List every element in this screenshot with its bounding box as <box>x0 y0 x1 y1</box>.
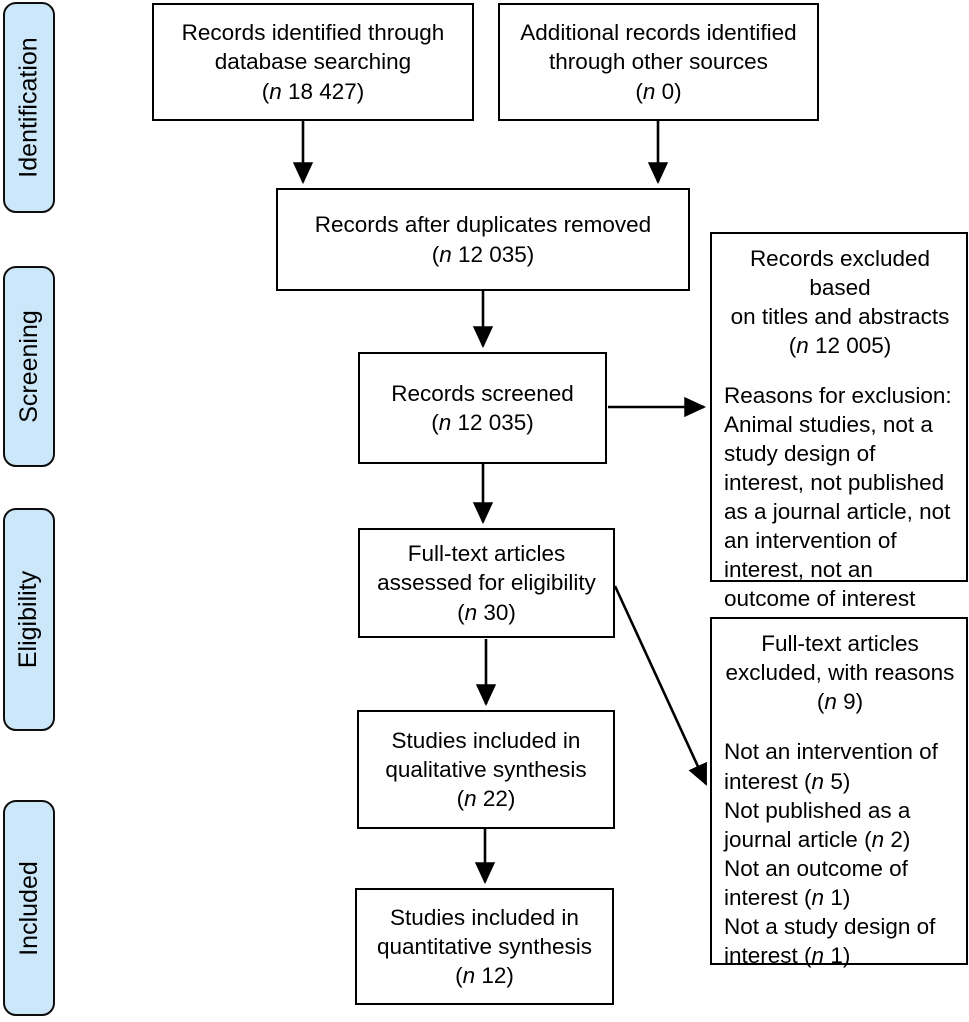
panel-records-excluded-count: (n 12 005) <box>788 333 892 359</box>
stage-included: Included <box>3 800 55 1016</box>
exclusion-reason-text: Not published as a journal article <box>724 797 911 852</box>
stage-eligibility-label: Eligibility <box>14 570 43 669</box>
box-records-database-line2: database searching <box>214 49 412 75</box>
n-symbol: n <box>796 333 809 359</box>
box-fulltext-assessed-line2: assessed for eligibility <box>377 570 596 596</box>
exclusion-reason-count-prefix: ( <box>797 885 812 910</box>
box-records-database-line1: Records identified through <box>181 20 445 46</box>
box-quantitative-line1: Studies included in <box>390 904 579 930</box>
panel-fulltext-excluded-count: (n 9) <box>816 689 864 715</box>
exclusion-reason-item: Not an intervention of interest (n 5) <box>724 737 956 795</box>
n-symbol: n <box>464 786 477 812</box>
panel-fulltext-excluded-line2: excluded, with reasons <box>725 660 955 686</box>
stage-screening: Screening <box>3 266 55 467</box>
box-qualitative-line1: Studies included in <box>391 727 581 753</box>
n-symbol: n <box>811 943 825 969</box>
n-symbol: n <box>824 689 837 715</box>
n-symbol: n <box>462 963 476 989</box>
box-records-screened-line1: Records screened <box>391 380 574 406</box>
exclusion-reason-item: Not an outcome of interest (n 1) <box>724 854 956 912</box>
stage-eligibility: Eligibility <box>3 508 55 731</box>
box-duplicates-line1: Records after duplicates removed <box>314 212 652 238</box>
box-qualitative-line2: qualitative synthesis <box>385 756 587 782</box>
panel-records-excluded-reasons-title: Reasons for exclusion: <box>724 382 952 408</box>
exclusion-reason-item: Not a study design of interest (n 1) <box>724 912 956 970</box>
n-symbol: n <box>269 78 282 104</box>
n-symbol: n <box>871 826 885 852</box>
box-qualitative-synthesis: Studies included in qualitative synthesi… <box>357 710 615 829</box>
box-quantitative-synthesis: Studies included in quantitative synthes… <box>355 888 614 1005</box>
arrow-fulltext-to-excluded <box>613 585 708 786</box>
n-symbol: n <box>811 768 825 794</box>
box-records-other-line1: Additional records identified <box>520 20 797 46</box>
box-records-other-count: (n 0) <box>635 78 682 104</box>
n-symbol: n <box>439 241 452 267</box>
box-quantitative-line2: quantitative synthesis <box>376 933 593 959</box>
stage-included-label: Included <box>14 860 43 956</box>
stage-identification: Identification <box>3 2 55 213</box>
n-symbol: n <box>464 599 478 625</box>
exclusion-reason-count-prefix: ( <box>797 768 812 794</box>
box-records-screened: Records screened (n 12 035) <box>358 352 607 464</box>
box-qualitative-count: (n 22) <box>456 786 516 812</box>
exclusion-reason-count-prefix: ( <box>797 943 812 969</box>
box-fulltext-assessed-line1: Full-text articles <box>407 541 566 567</box>
box-quantitative-count: (n 12) <box>455 963 514 989</box>
exclusion-reason-count-value: 2) <box>884 826 911 852</box>
exclusion-reason-count-prefix: ( <box>857 826 872 852</box>
panel-records-excluded-line2: on titles and abstracts <box>730 304 950 330</box>
panel-records-excluded-reasons-text: Animal studies, not a study design of in… <box>724 411 951 612</box>
panel-records-excluded: Records excluded based on titles and abs… <box>710 232 968 611</box>
box-records-identified-database: Records identified through database sear… <box>152 3 474 121</box>
box-duplicates-count: (n 12 035) <box>431 241 535 267</box>
stage-identification-label: Identification <box>14 37 43 178</box>
box-records-screened-count: (n 12 035) <box>431 410 534 435</box>
exclusion-reason-text: Not an outcome of interest <box>724 855 908 910</box>
box-fulltext-assessed-count: (n 30) <box>457 599 516 625</box>
box-fulltext-assessed-eligibility: Full-text articles assessed for eligibil… <box>358 528 615 638</box>
exclusion-reason-count-value: 5) <box>824 768 851 794</box>
box-additional-records-other-sources: Additional records identified through ot… <box>498 3 819 121</box>
exclusion-reason-count-value: 1) <box>824 943 851 969</box>
n-symbol: n <box>438 410 452 435</box>
panel-records-excluded-line1: Records excluded based <box>749 246 931 301</box>
n-symbol: n <box>811 885 825 910</box>
box-records-other-line2: through other sources <box>549 49 768 75</box>
exclusion-reason-count-value: 1) <box>824 885 851 910</box>
panel-fulltext-excluded: Full-text articles excluded, with reason… <box>710 617 968 968</box>
box-records-database-count: (n 18 427) <box>261 78 365 104</box>
n-symbol: n <box>642 78 656 104</box>
panel-fulltext-excluded-line1: Full-text articles <box>761 631 919 656</box>
stage-screening-label: Screening <box>14 310 43 423</box>
exclusion-reason-text: Not an intervention of interest <box>724 739 938 794</box>
panel-fulltext-excluded-reason-list: Not an intervention of interest (n 5)Not… <box>724 737 956 970</box>
exclusion-reason-item: Not published as a journal article (n 2) <box>724 796 956 854</box>
exclusion-reason-text: Not a study design of interest <box>724 914 936 969</box>
box-records-after-duplicates-removed: Records after duplicates removed (n 12 0… <box>276 188 690 291</box>
